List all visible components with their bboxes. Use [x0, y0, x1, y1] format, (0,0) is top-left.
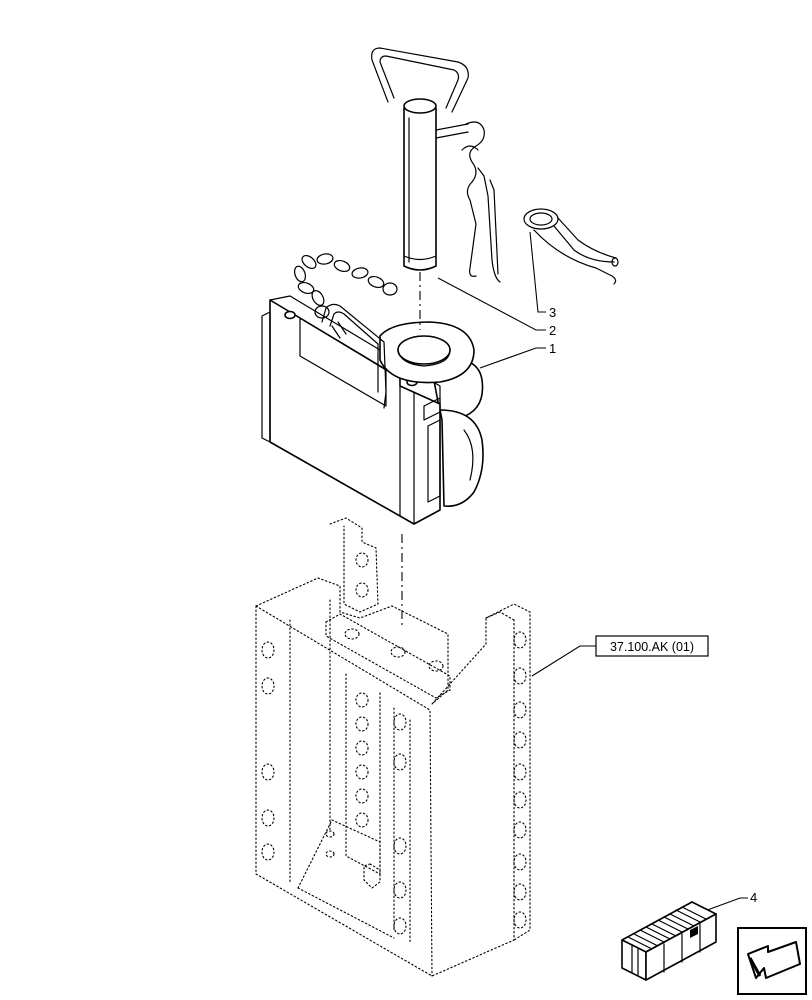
r-clip [523, 208, 619, 285]
callout-2: 2 [549, 323, 556, 338]
mounting-bracket-reference [255, 517, 531, 977]
leader-item3 [529, 231, 546, 313]
leader-item4 [701, 897, 748, 913]
navigation-arrow-icon[interactable] [737, 927, 807, 995]
callout-3: 3 [549, 305, 556, 320]
leader-reference [531, 645, 596, 677]
leader-item2 [437, 277, 546, 331]
leader-item1 [479, 347, 546, 369]
reference-label[interactable]: 37.100.AK (01) [610, 640, 694, 654]
packaged-kit-box-icon [621, 901, 717, 981]
callout-4: 4 [750, 890, 757, 905]
tow-hitch-assembly [261, 295, 484, 525]
hitch-pin [371, 47, 501, 283]
reference-link[interactable]: 37.100.AK (01) [595, 635, 709, 657]
callout-1: 1 [549, 341, 556, 356]
bracket-holes [261, 552, 527, 935]
safety-chain [293, 253, 398, 319]
